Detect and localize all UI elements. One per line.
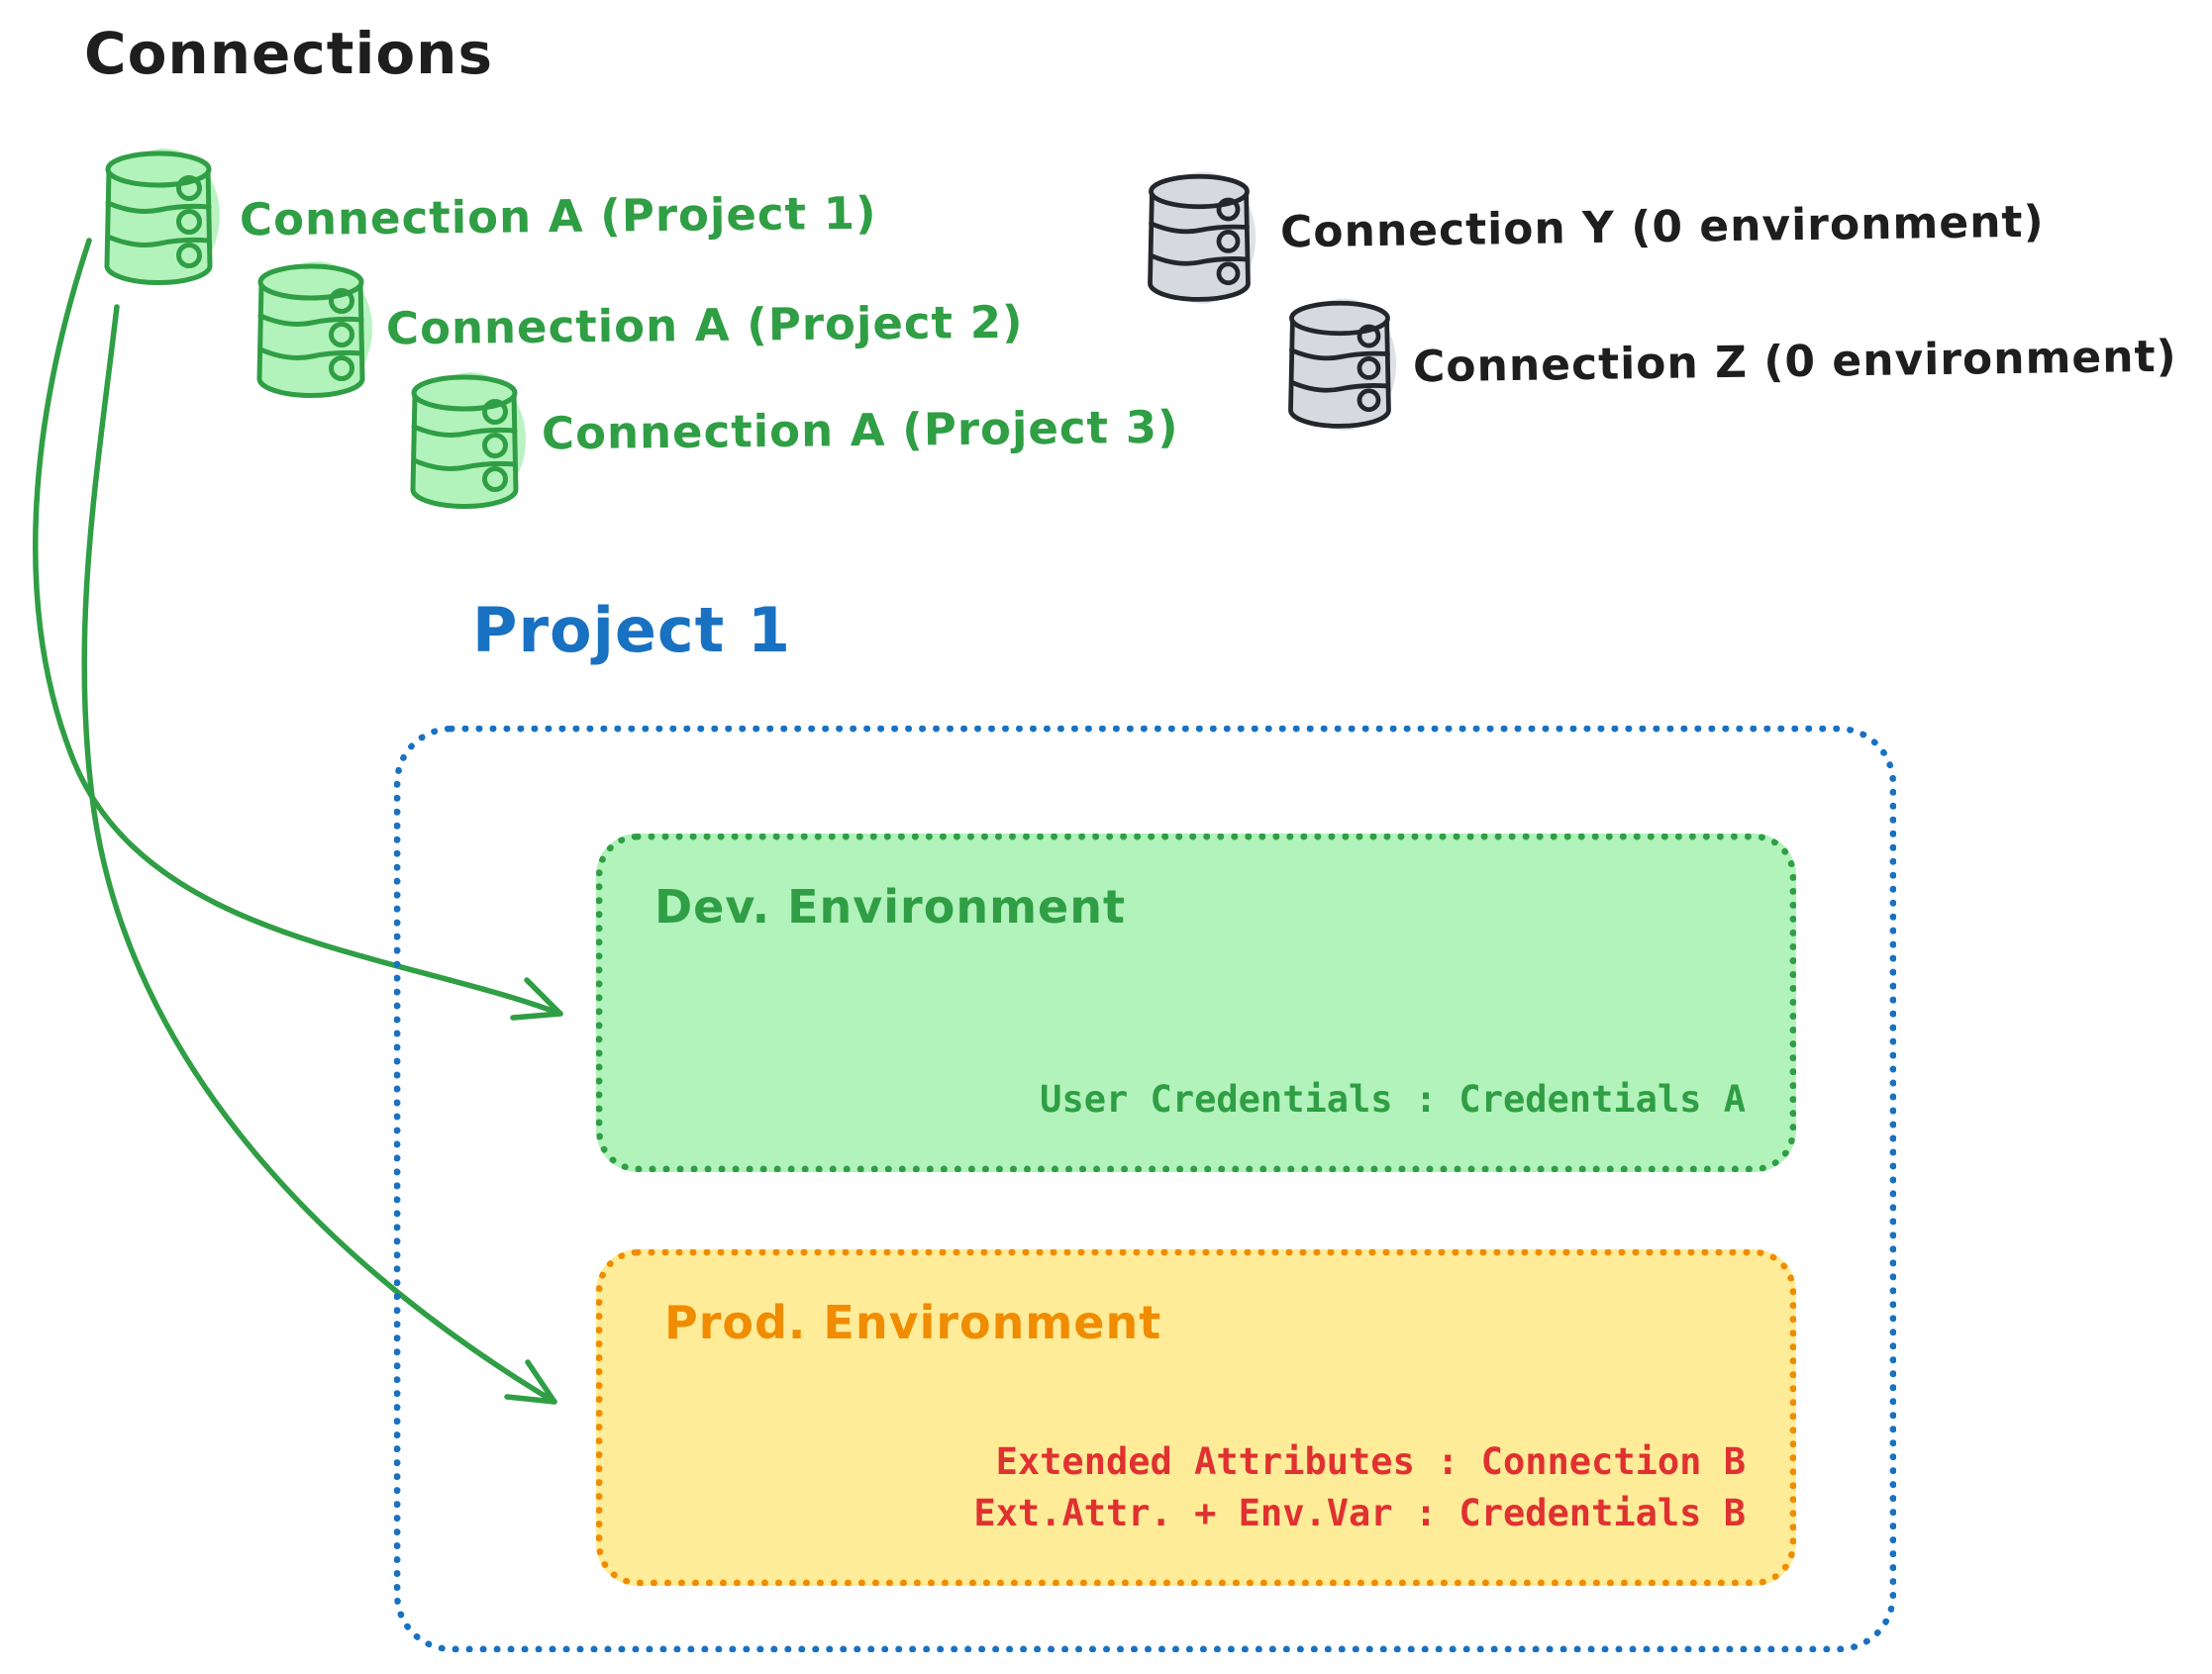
connection-z-label: Connection Z (0 environment): [1412, 331, 2178, 393]
dev-environment-box: Dev. Environment User Credentials : Cred…: [596, 834, 1796, 1172]
database-icon-gray-z: [1288, 298, 1397, 431]
database-icon-green-project2: [256, 261, 372, 398]
project-1-box: [394, 726, 1896, 1652]
connection-y-label: Connection Y (0 environment): [1279, 196, 2045, 258]
prod-environment-box: Prod. Environment Extended Attributes : …: [596, 1249, 1796, 1586]
prod-environment-mapping: Extended Attributes : Connection B Ext.A…: [973, 1436, 1746, 1539]
project-1-title: Project 1: [472, 594, 792, 666]
database-icon-green-project3: [410, 372, 526, 509]
database-icon-gray-y: [1148, 171, 1257, 304]
prod-mapping-line-1: Extended Attributes : Connection B: [995, 1440, 1746, 1483]
diagram-title: Connections: [84, 20, 493, 87]
connection-a-project-1-label: Connection A (Project 1): [239, 186, 877, 246]
connection-a-project-2-label: Connection A (Project 2): [385, 295, 1024, 355]
prod-mapping-line-2: Ext.Attr. + Env.Var : Credentials B: [973, 1492, 1746, 1534]
database-icon-green-project1: [104, 148, 220, 285]
prod-environment-title: Prod. Environment: [664, 1296, 1162, 1349]
connection-a-project-3-label: Connection A (Project 3): [541, 400, 1179, 460]
dev-environment-title: Dev. Environment: [654, 880, 1126, 934]
dev-environment-mapping: User Credentials : Credentials A: [1040, 1078, 1746, 1121]
